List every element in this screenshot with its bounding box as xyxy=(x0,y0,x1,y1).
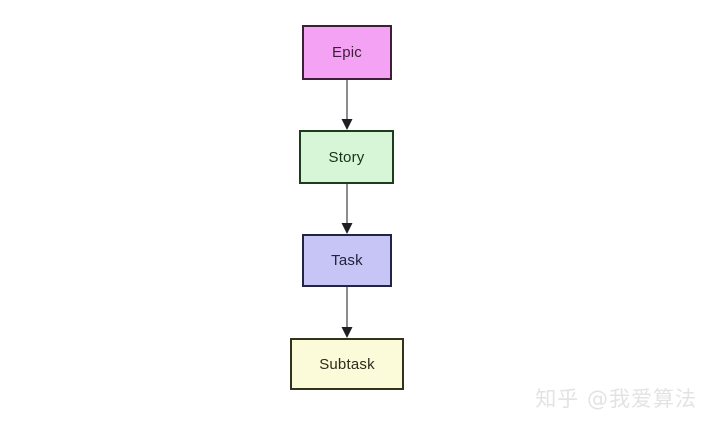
node-epic-label: Epic xyxy=(332,44,362,61)
arrowhead-icon xyxy=(341,327,353,338)
node-epic[interactable]: Epic xyxy=(302,25,392,80)
node-task[interactable]: Task xyxy=(302,234,392,287)
arrowhead-icon xyxy=(341,119,353,130)
node-story[interactable]: Story xyxy=(299,130,394,184)
edge-epic-to-story xyxy=(341,78,353,130)
edge-task-to-subtask xyxy=(341,285,353,338)
node-subtask-label: Subtask xyxy=(319,355,375,373)
watermark: 知乎 @我爱算法 xyxy=(535,387,697,411)
node-task-label: Task xyxy=(331,252,363,269)
node-subtask[interactable]: Subtask xyxy=(290,338,404,390)
edge-story-to-task xyxy=(341,182,353,234)
node-story-label: Story xyxy=(328,148,365,166)
arrowhead-icon xyxy=(341,223,353,234)
